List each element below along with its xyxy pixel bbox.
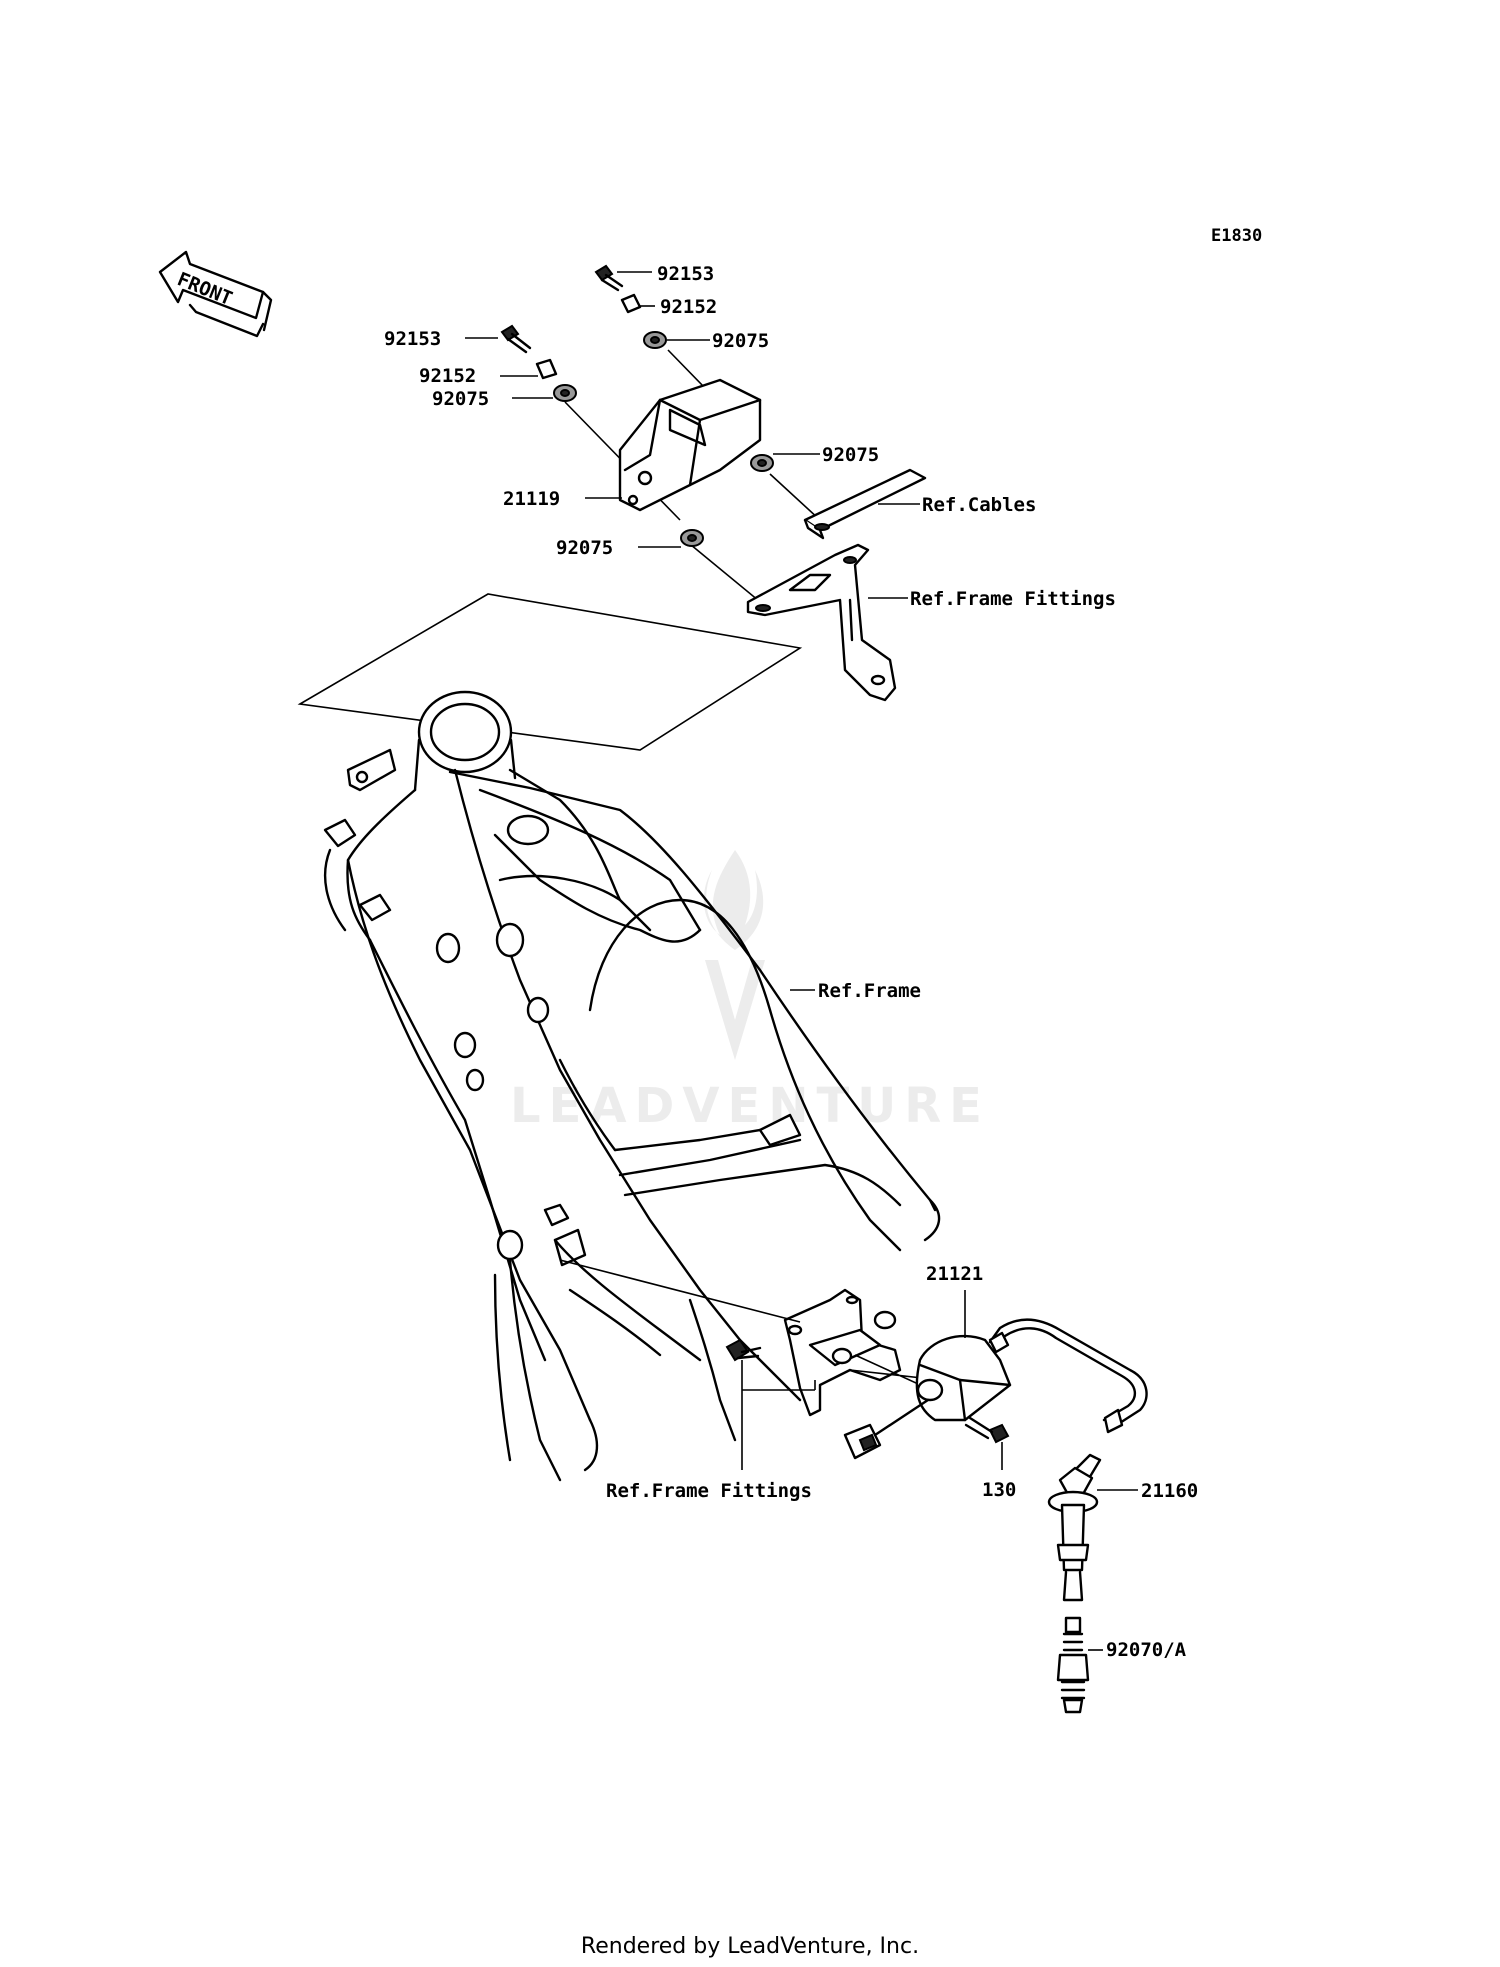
bolt-130 (964, 1416, 1010, 1444)
callout-21121: 21121 (926, 1263, 983, 1285)
coil-mount-bracket (783, 1288, 902, 1417)
motorcycle-frame (323, 690, 941, 1482)
watermark: LEADVENTURE (510, 850, 990, 1134)
callout-ref-frame-fittings-bottom: Ref.Frame Fittings (606, 1480, 812, 1502)
callout-92075-lower: 92075 (556, 537, 613, 559)
top-bolt-92153 (594, 264, 624, 292)
watermark-text: LEADVENTURE (510, 1078, 990, 1134)
cdi-unit-21119 (618, 378, 762, 512)
callout-92152-top: 92152 (660, 296, 717, 318)
callout-130: 130 (982, 1479, 1016, 1501)
top-grommet-92075 (643, 331, 667, 349)
callout-ref-frame: Ref.Frame (818, 980, 921, 1002)
callout-ref-cables: Ref.Cables (922, 494, 1036, 516)
callout-21119: 21119 (503, 488, 560, 510)
lower-grommet-92075 (680, 529, 704, 547)
detail-frame-outline (297, 593, 803, 751)
spark-plug-cap-21160 (1047, 1453, 1102, 1602)
spark-plug-92070a (1056, 1616, 1090, 1714)
left-grommet-92075 (553, 384, 577, 402)
footer-credit: Rendered by LeadVenture, Inc. (581, 1934, 919, 1959)
top-collar-92152 (620, 293, 642, 314)
callout-92153-left: 92153 (384, 328, 441, 350)
callout-92075-top: 92075 (712, 330, 769, 352)
left-bolt-92153 (500, 324, 532, 354)
callout-92152-left: 92152 (419, 365, 476, 387)
callout-92070a: 92070/A (1106, 1639, 1187, 1661)
callout-21160: 21160 (1141, 1480, 1198, 1502)
right-grommet-92075 (750, 454, 774, 472)
front-arrow-icon: FRONT (158, 250, 273, 338)
callout-92075-right: 92075 (822, 444, 879, 466)
callout-ref-frame-fittings-top: Ref.Frame Fittings (910, 588, 1116, 610)
left-collar-92152 (535, 358, 558, 380)
cable-bracket (803, 468, 927, 540)
frame-fitting-bracket-top (746, 543, 897, 702)
callout-92153-top: 92153 (657, 263, 714, 285)
flange-bolt-bottom (725, 1338, 762, 1362)
ignition-coil-21121 (843, 1318, 1148, 1460)
diagram-id: E1830 (1211, 226, 1262, 246)
callout-92075-left: 92075 (432, 388, 489, 410)
